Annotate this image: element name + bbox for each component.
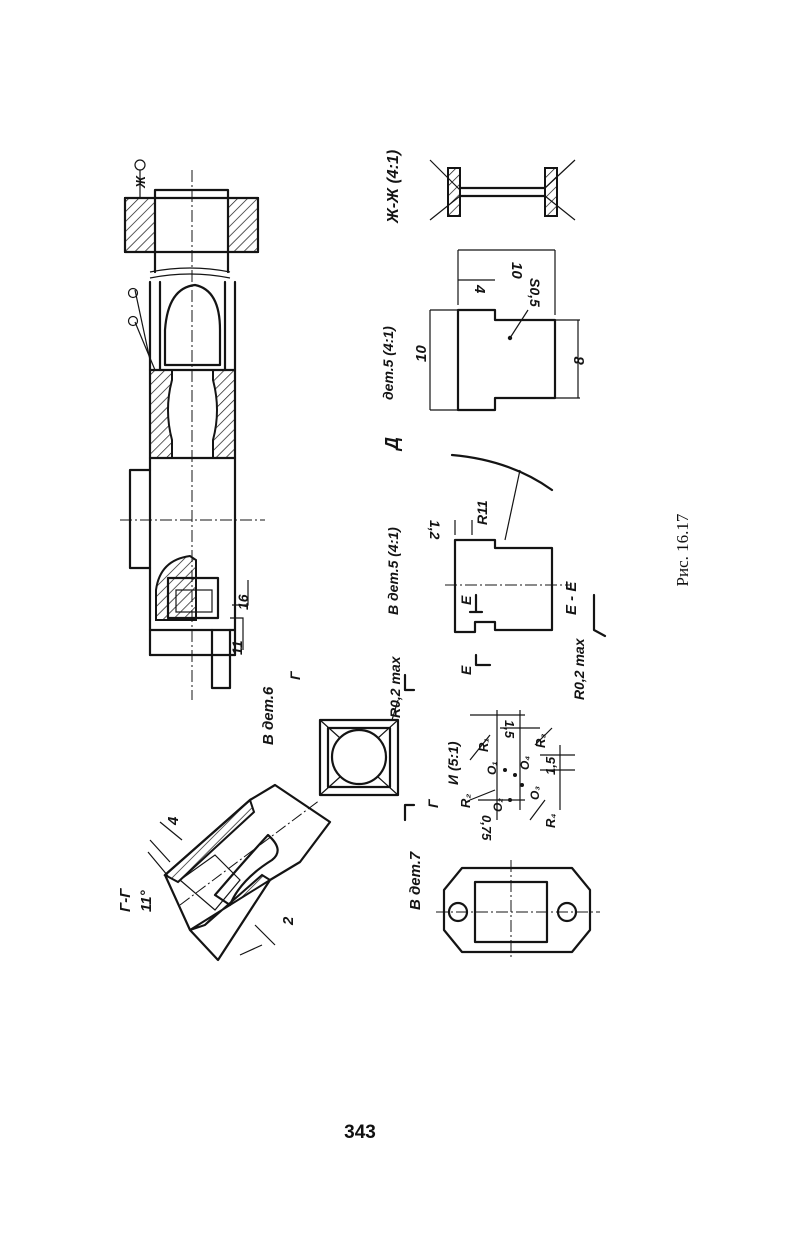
dim-4-top: 4: [471, 284, 488, 294]
detail-5-view-v: [445, 520, 570, 667]
label-o1: O₁: [485, 761, 499, 775]
section-zh-zh: [429, 159, 576, 221]
dim-1-2: 1,2: [427, 520, 443, 540]
section-ee-label: Е - Е: [563, 581, 580, 615]
view-o-det5-label: дет.5 (4:1): [380, 326, 396, 400]
dim-4-gg: 4: [165, 816, 182, 826]
label-o4: O₄: [518, 756, 532, 770]
section-g-g: [147, 783, 332, 962]
dim-r11: R11: [474, 500, 490, 525]
dim-8: 8: [571, 356, 588, 365]
detail-6-view: [318, 673, 416, 822]
balloon-zh-circle: [134, 159, 146, 171]
dim-r02max-2: R0,2 max: [387, 655, 403, 718]
label-o2: O₂: [491, 798, 505, 812]
dim-so5: S0,5: [527, 278, 543, 307]
top-winding-left: [124, 197, 156, 253]
label-r4: R₄: [543, 813, 558, 828]
page-number: 343: [344, 1122, 376, 1143]
view-i-label: И (5:1): [445, 741, 461, 785]
number-11: 11: [229, 640, 245, 655]
throat-section: [149, 369, 173, 459]
rod: [210, 628, 232, 690]
main-assembly: [120, 159, 265, 700]
e-mark-1: Е: [458, 595, 474, 605]
label-r3: R₃: [533, 734, 548, 748]
arc-r11: [450, 453, 554, 541]
detail-i-view: [469, 710, 575, 821]
detail-7-view: [436, 860, 600, 960]
section-gg-label: Г-Г: [117, 888, 134, 912]
balloon-zh-label: Ж: [133, 175, 148, 189]
number-16: 16: [235, 594, 251, 610]
profile-r02: [592, 593, 607, 638]
dim-0-75: 0,75: [479, 815, 494, 841]
label-o3: O₃: [528, 786, 542, 800]
view-v-det6-label: В дет.6: [260, 686, 277, 745]
e-mark-2: Е: [458, 665, 474, 675]
dim-10-left: 10: [413, 345, 430, 362]
label-r2: R₂: [458, 794, 473, 808]
dim-2: 2: [280, 916, 297, 926]
section-zh-label: Ж-Ж (4:1): [385, 150, 402, 224]
view-d-label: Д: [382, 437, 402, 452]
detail-5-view: [429, 249, 580, 412]
label-r1: R₁: [476, 738, 491, 752]
dim-1-5-b: 1,5: [543, 756, 558, 775]
g-mark-2: Г: [425, 798, 441, 808]
view-v-det7-label: В дет.7: [407, 851, 424, 910]
dim-r02max-1: R0,2 max: [571, 637, 587, 700]
g-mark-1: Г: [287, 670, 303, 680]
top-winding-right: [227, 197, 259, 253]
view-v-det5-label: В дет.5 (4:1): [385, 527, 401, 615]
dim-10-top: 10: [508, 262, 525, 279]
dim-1-5-a: 1,5: [502, 720, 517, 739]
angle-11: 11°: [138, 889, 155, 912]
bullet-insert: [163, 283, 222, 367]
figure-caption: Рис. 16.17: [673, 513, 692, 587]
lower-cap-section: [155, 554, 197, 621]
